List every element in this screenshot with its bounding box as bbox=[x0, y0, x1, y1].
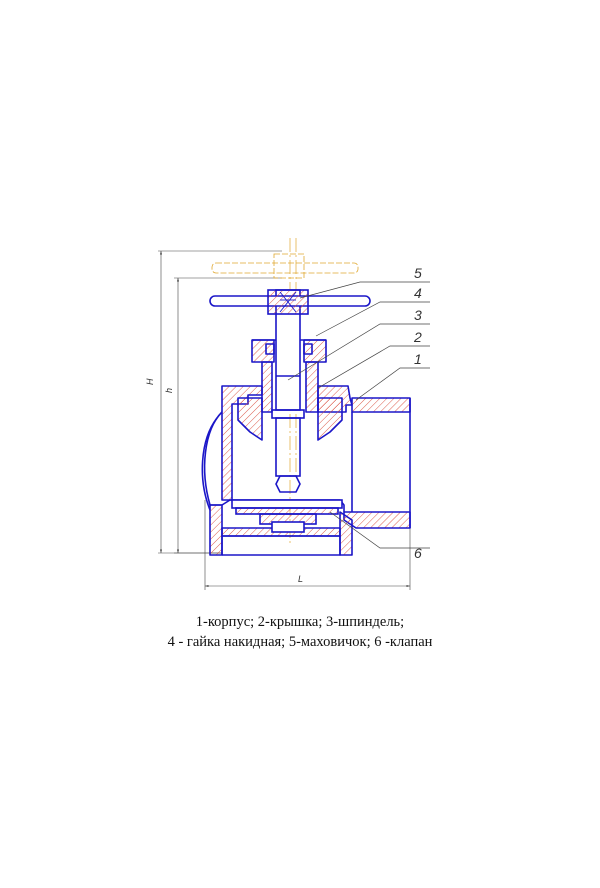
spindle bbox=[271, 289, 305, 493]
callout-3: 3 bbox=[414, 307, 422, 323]
callout-5: 5 bbox=[414, 265, 422, 281]
dimension-L-label: L bbox=[298, 574, 303, 584]
handwheel-raised-position bbox=[211, 253, 359, 279]
dimension-H-label: H bbox=[145, 378, 155, 385]
leader-lines bbox=[287, 281, 430, 549]
caption-line-1: 1-корпус; 2-крышка; 3-шпиндель; bbox=[195, 614, 405, 630]
dimension-h-label: h bbox=[164, 388, 174, 393]
callout-2: 2 bbox=[413, 329, 422, 345]
handwheel bbox=[209, 289, 371, 315]
caption-line-2: 4 - гайка накидная; 5-маховичок; 6 -клап… bbox=[167, 634, 433, 650]
callout-4: 4 bbox=[414, 285, 422, 301]
valve-disc bbox=[231, 499, 343, 533]
union-nut bbox=[251, 339, 327, 363]
callout-1: 1 bbox=[414, 351, 422, 367]
callout-6: 6 bbox=[414, 545, 422, 561]
valve-body-outline bbox=[201, 398, 411, 528]
